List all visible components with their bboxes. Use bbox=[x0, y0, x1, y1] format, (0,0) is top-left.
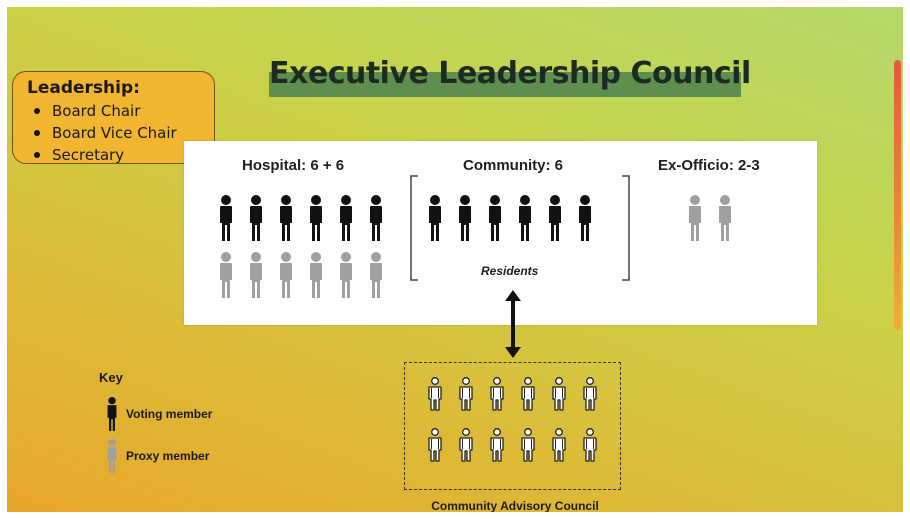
title-highlight bbox=[269, 72, 741, 97]
residents-label: Residents bbox=[481, 264, 539, 278]
voting-member-icon bbox=[370, 195, 382, 241]
voting-member-icon bbox=[250, 195, 262, 241]
voting-member-icon bbox=[549, 195, 561, 241]
proxy-member-icon bbox=[719, 195, 731, 241]
proxy-member-label: Proxy member bbox=[126, 449, 210, 463]
leadership-heading: Leadership: bbox=[27, 78, 140, 98]
advisory-council-label: Community Advisory Council bbox=[431, 499, 599, 512]
advisory-member-icon bbox=[490, 377, 504, 411]
title-block: Executive Leadership Council bbox=[269, 51, 751, 97]
leadership-box: Leadership: Board Chair Board Vice Chair… bbox=[12, 71, 215, 164]
advisory-member-icon bbox=[459, 377, 473, 411]
voting-member-label: Voting member bbox=[126, 407, 213, 421]
advisory-member-icon bbox=[521, 428, 535, 462]
advisory-member-icon bbox=[521, 377, 535, 411]
proxy-member-icon bbox=[220, 252, 232, 298]
voting-person-icon bbox=[107, 397, 117, 431]
key-voting: Voting member bbox=[104, 397, 212, 431]
leadership-item-board-chair: Board Chair bbox=[27, 100, 200, 122]
advisory-member-icon bbox=[459, 428, 473, 462]
page-title: Executive Leadership Council bbox=[269, 56, 751, 91]
voting-member-icon bbox=[220, 195, 232, 241]
leadership-item-secretary: Secretary bbox=[27, 144, 200, 166]
hospital-proxy-row bbox=[219, 252, 399, 298]
voting-member-icon bbox=[579, 195, 591, 241]
double-arrow-icon bbox=[505, 290, 521, 358]
advisory-member-icon bbox=[490, 428, 504, 462]
proxy-member-icon bbox=[340, 252, 352, 298]
key-title: Key bbox=[99, 370, 123, 385]
voting-member-icon bbox=[489, 195, 501, 241]
voting-member-icon bbox=[519, 195, 531, 241]
leadership-list: Board Chair Board Vice Chair Secretary bbox=[27, 100, 200, 166]
advisory-member-icon bbox=[552, 428, 566, 462]
proxy-member-icon bbox=[310, 252, 322, 298]
key-proxy: Proxy member bbox=[104, 439, 209, 473]
council-panel: Hospital: 6 + 6 Community: 6 Ex-Officio:… bbox=[184, 141, 817, 325]
ex-officio-label: Ex-Officio: 2-3 bbox=[658, 157, 760, 174]
ex-officio-proxy-row bbox=[688, 195, 748, 241]
voting-member-icon bbox=[280, 195, 292, 241]
proxy-member-icon bbox=[250, 252, 262, 298]
leadership-item-vice-chair: Board Vice Chair bbox=[27, 122, 200, 144]
voting-member-icon bbox=[459, 195, 471, 241]
advisory-member-icon bbox=[428, 428, 442, 462]
hospital-voting-row bbox=[219, 195, 399, 241]
community-voting-row bbox=[428, 195, 608, 241]
proxy-member-icon bbox=[689, 195, 701, 241]
voting-member-icon bbox=[340, 195, 352, 241]
proxy-member-icon bbox=[370, 252, 382, 298]
proxy-member-icon bbox=[280, 252, 292, 298]
proxy-person-icon bbox=[107, 439, 117, 473]
advisory-member-icon bbox=[552, 377, 566, 411]
hospital-label: Hospital: 6 + 6 bbox=[242, 157, 345, 174]
community-label: Community: 6 bbox=[463, 157, 564, 174]
advisory-member-icon bbox=[583, 428, 597, 462]
community-bracket bbox=[410, 175, 630, 281]
voting-member-icon bbox=[429, 195, 441, 241]
advisory-member-icon bbox=[428, 377, 442, 411]
advisory-member-icon bbox=[583, 377, 597, 411]
advisory-council-box bbox=[404, 362, 621, 490]
voting-member-icon bbox=[310, 195, 322, 241]
slide: Executive Leadership Council Leadership:… bbox=[7, 7, 903, 512]
scroll-indicator bbox=[894, 60, 901, 330]
